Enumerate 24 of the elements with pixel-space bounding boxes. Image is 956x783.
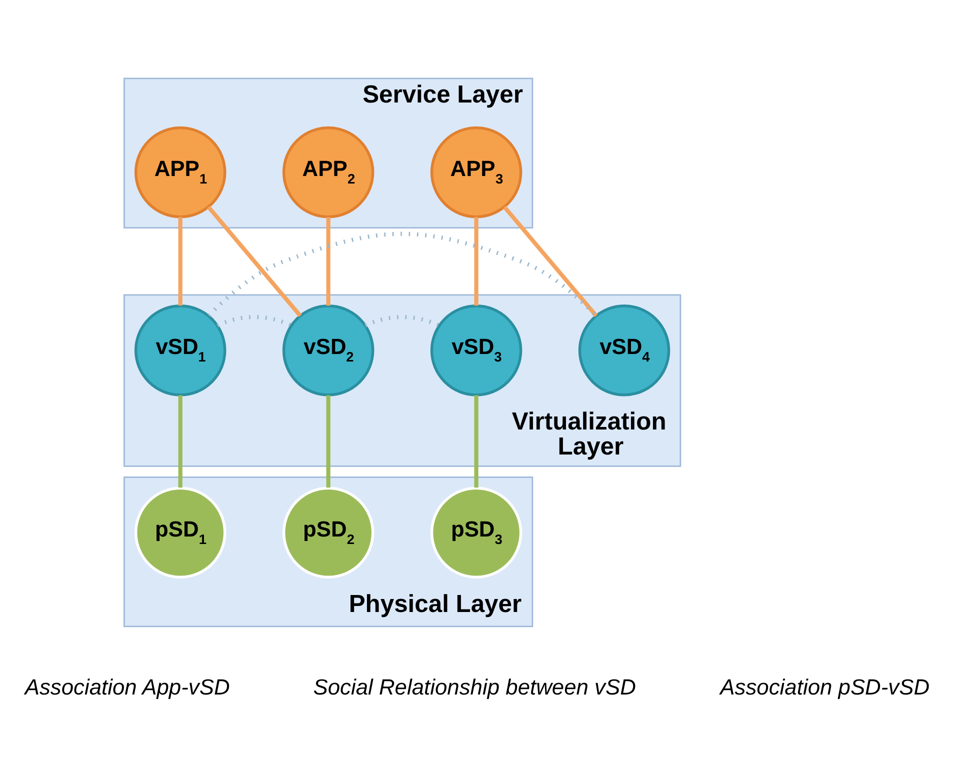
connector xyxy=(216,314,292,328)
node-circle: pSD$_{3}$ xyxy=(430,486,522,579)
node-circle: pSD$_{1}$ xyxy=(134,486,226,579)
legend-label: Association App-vSD xyxy=(24,674,230,700)
node-circle: vSD$_{3}$ xyxy=(430,304,522,396)
node-circle: vSD$_{1}$ xyxy=(134,304,226,396)
node-circle: vSD$_{2}$ xyxy=(282,304,374,396)
connector xyxy=(208,232,598,318)
connector xyxy=(326,217,330,306)
node-circle: APP$_{3}$ xyxy=(430,126,522,218)
connector xyxy=(326,395,330,488)
connector xyxy=(474,217,478,306)
legend-label: Association pSD-vSD xyxy=(720,674,930,700)
connector xyxy=(474,395,478,488)
connector xyxy=(178,217,182,306)
legend-label: Social Relationship between vSD xyxy=(313,674,636,700)
connector xyxy=(364,314,440,328)
connector xyxy=(502,206,598,318)
node-circle: APP$_{1}$ xyxy=(134,126,226,218)
connector xyxy=(178,395,182,488)
connector xyxy=(206,206,302,318)
node-circle: pSD$_{2}$ xyxy=(282,486,374,579)
node-circle: APP$_{2}$ xyxy=(282,126,374,218)
node-circle: vSD$_{4}$ xyxy=(578,304,670,396)
